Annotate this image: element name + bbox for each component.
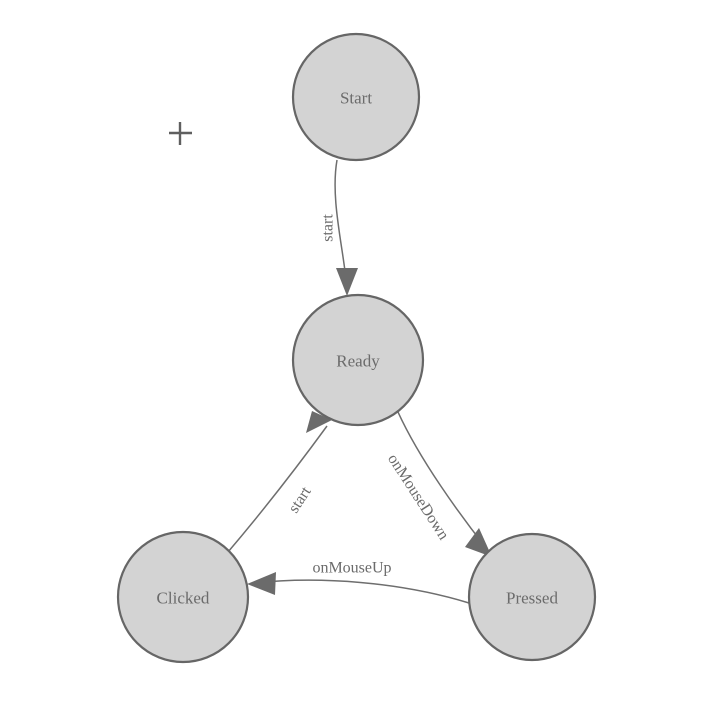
node-clicked[interactable]: Clicked	[116, 530, 250, 664]
edge-path[interactable]	[227, 425, 328, 553]
edge-pressed-to-clicked[interactable]: onMouseUp	[247, 560, 470, 604]
arrow-head-icon	[247, 572, 276, 595]
node-start[interactable]: Start	[291, 32, 421, 162]
node-shape[interactable]	[467, 532, 597, 662]
node-shape[interactable]	[291, 32, 421, 162]
marker-layer	[169, 122, 192, 145]
plus-marker-icon[interactable]	[169, 122, 192, 145]
node-ready[interactable]: Ready	[291, 293, 425, 427]
node-shape[interactable]	[116, 530, 250, 664]
node-label-clicked: Clicked	[157, 589, 210, 608]
edge-label-on-mouse-down: onMouseDown	[384, 451, 452, 543]
node-label-start: Start	[340, 89, 372, 108]
edge-label-start: start	[320, 214, 337, 242]
edge-path[interactable]	[253, 579, 470, 604]
arrow-head-icon	[306, 411, 332, 433]
edge-start-to-ready[interactable]: start	[320, 159, 359, 296]
node-pressed[interactable]: Pressed	[467, 532, 597, 662]
edge-ready-to-pressed[interactable]: onMouseDown	[384, 411, 492, 557]
node-layer: Start Ready Clicked Pressed	[116, 32, 597, 664]
node-label-ready: Ready	[336, 352, 380, 371]
arrow-head-icon	[336, 268, 358, 296]
edge-clicked-to-ready[interactable]: start	[227, 411, 332, 553]
node-label-pressed: Pressed	[506, 589, 558, 608]
edge-label-start-return: start	[285, 483, 315, 516]
edge-label-on-mouse-up: onMouseUp	[312, 560, 391, 577]
node-shape[interactable]	[291, 293, 425, 427]
arrow-head-icon	[465, 528, 492, 557]
